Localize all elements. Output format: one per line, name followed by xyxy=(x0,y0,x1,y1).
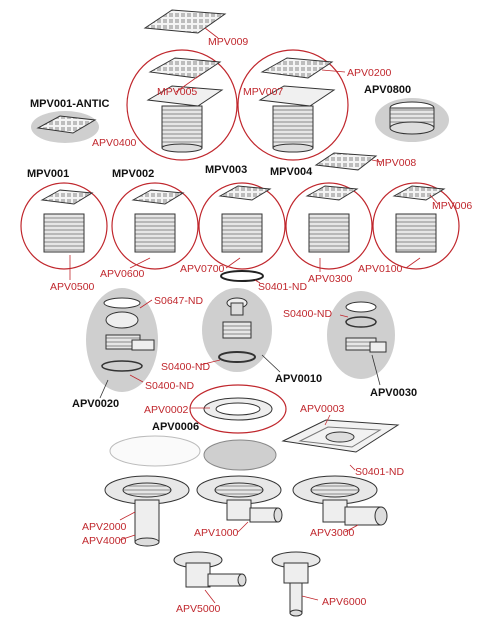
label-apv0600: APV0600 xyxy=(100,268,145,280)
label-s0647-nd: S0647-ND xyxy=(154,295,204,307)
label-mpv001: MPV001 xyxy=(27,168,70,180)
membrane-apv0003 xyxy=(281,419,400,453)
label-apv6000: APV6000 xyxy=(322,596,367,608)
label-mpv002: MPV002 xyxy=(112,168,155,180)
seal-s0401-nd xyxy=(220,270,264,282)
drain-body-row2 xyxy=(40,185,446,253)
label-s0400-nd-right: S0400-ND xyxy=(283,308,333,320)
grate-mpv008 xyxy=(314,152,378,171)
label-apv0100: APV0100 xyxy=(358,263,403,275)
label-apv0020: APV0020 xyxy=(72,398,120,410)
drain-apv2000 xyxy=(104,475,190,547)
label-mpv001-antic: MPV001-ANTIC xyxy=(30,98,110,110)
label-apv0400: APV0400 xyxy=(92,137,137,149)
parts-apv0010 xyxy=(218,297,256,363)
label-apv0030: APV0030 xyxy=(370,387,418,399)
parts-apv0030 xyxy=(345,301,387,353)
label-apv0003: APV0003 xyxy=(300,403,345,415)
drain-body-mpv005 xyxy=(146,57,224,153)
label-apv5000: APV5000 xyxy=(176,603,221,615)
label-apv0500: APV0500 xyxy=(50,281,95,293)
flange-apv0002 xyxy=(203,397,273,421)
grate-mpv009 xyxy=(143,9,227,34)
drain-apv3000 xyxy=(292,475,388,526)
membrane-apv0006 xyxy=(203,439,277,471)
leader-lines-black xyxy=(99,354,381,399)
label-apv0010: APV0010 xyxy=(275,373,323,385)
label-mpv008: MPV008 xyxy=(376,157,417,169)
drain-apv1000 xyxy=(196,475,283,523)
drain-apv5000 xyxy=(173,551,247,588)
label-apv2000: APV2000 xyxy=(82,521,127,533)
leader-lines xyxy=(69,27,439,604)
label-s0401-nd-bottom: S0401-ND xyxy=(355,466,405,478)
label-mpv005: MPV005 xyxy=(157,86,198,98)
ring-apv0800 xyxy=(375,98,449,142)
label-apv0006: APV0006 xyxy=(152,421,200,433)
label-apv1000: APV1000 xyxy=(194,527,239,539)
parts-apv0020 xyxy=(101,297,155,372)
label-apv0200: APV0200 xyxy=(347,67,392,79)
label-mpv009: MPV009 xyxy=(208,36,249,48)
label-mpv007: MPV007 xyxy=(243,86,284,98)
shadow-apv0030 xyxy=(327,291,395,379)
drain-apv6000 xyxy=(271,551,321,617)
label-s0400-nd-left: S0400-ND xyxy=(145,380,195,392)
label-apv0300: APV0300 xyxy=(308,273,353,285)
label-mpv004: MPV004 xyxy=(270,166,313,178)
grate-mpv001-antic xyxy=(31,111,99,143)
label-s0400-nd-mid: S0400-ND xyxy=(161,361,211,373)
label-apv0002: APV0002 xyxy=(144,404,189,416)
drain-body-mpv007 xyxy=(258,57,336,153)
membrane-disc xyxy=(109,435,201,467)
label-apv4000: APV4000 xyxy=(82,535,127,547)
label-apv0700: APV0700 xyxy=(180,263,225,275)
circle-mpv005-group xyxy=(126,49,238,161)
label-apv3000: APV3000 xyxy=(310,527,355,539)
label-mpv006: MPV006 xyxy=(432,200,473,212)
label-apv0800: APV0800 xyxy=(364,84,412,96)
label-mpv003: MPV003 xyxy=(205,164,248,176)
circle-mpv007-group xyxy=(237,49,349,161)
label-s0401-nd-top: S0401-ND xyxy=(258,281,308,293)
